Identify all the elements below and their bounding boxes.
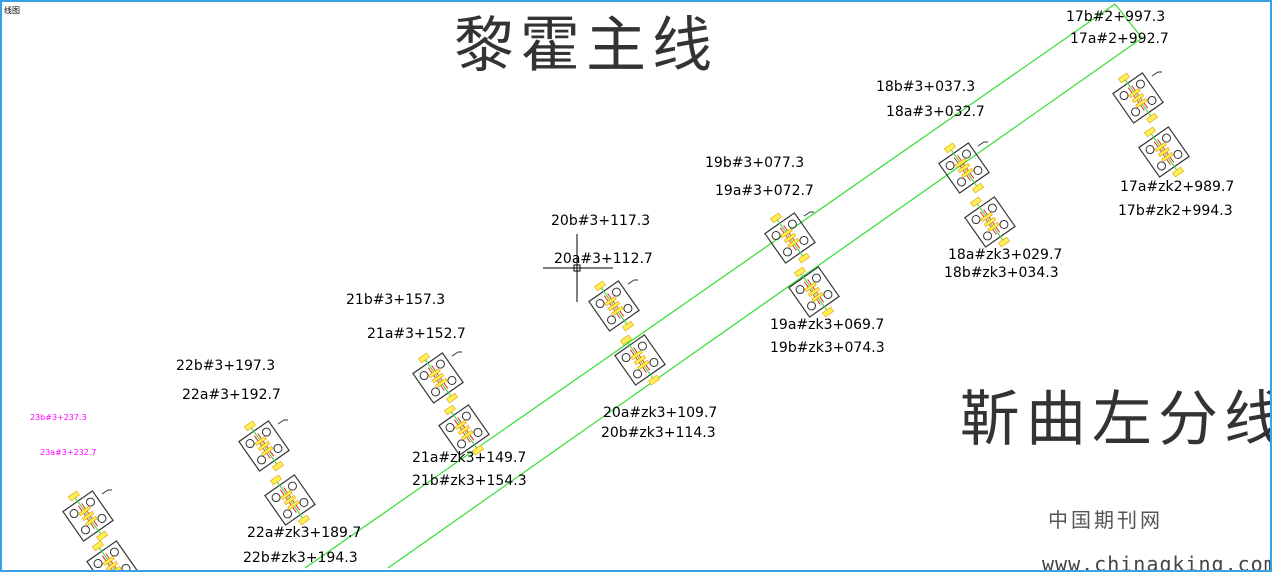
station-label: 18b#zk3+034.3 [944, 265, 1059, 281]
station-label: 23b#3+237.3 [30, 413, 87, 422]
pier-symbol [788, 266, 840, 318]
pier-symbol [588, 280, 640, 332]
station-label: 22b#zk3+194.3 [243, 550, 358, 566]
station-label: 19a#3+072.7 [715, 183, 814, 199]
pier-symbol [264, 474, 316, 526]
pier-symbol [438, 404, 490, 456]
pier-group [62, 71, 1190, 570]
pier-symbol [238, 420, 290, 472]
station-label: 22a#3+192.7 [182, 387, 281, 403]
station-label: 18b#3+037.3 [876, 79, 976, 95]
station-label: 21a#3+152.7 [367, 326, 466, 342]
main-line-title: 黎霍主线 [454, 11, 718, 81]
station-label: 21b#3+157.3 [346, 292, 446, 308]
pier-tick [101, 489, 112, 495]
pier-tick [977, 141, 988, 147]
station-label: 20b#3+117.3 [551, 213, 651, 229]
station-label: 22b#3+197.3 [176, 358, 276, 374]
pier-symbol [938, 142, 990, 194]
pier-symbol [86, 540, 138, 570]
station-label: 21b#zk3+154.3 [412, 473, 527, 489]
alignment-end-cap [1114, 3, 1143, 39]
station-label: 20a#zk3+109.7 [603, 405, 718, 421]
watermark-url: www.chinaqking.com [1042, 552, 1272, 572]
station-label: 20b#zk3+114.3 [601, 425, 716, 441]
station-label: 17b#zk2+994.3 [1118, 203, 1233, 219]
watermark-text: 中国期刊网 [1048, 508, 1163, 532]
station-label: 19a#zk3+069.7 [770, 317, 885, 333]
branch-line-title: 靳曲左分线 [960, 385, 1272, 455]
pier-symbol [412, 352, 464, 404]
crosshair-cursor [543, 234, 613, 302]
corner-label: 线图 [4, 6, 20, 15]
pier-tick [803, 211, 814, 217]
station-label: 23a#3+232.7 [40, 448, 97, 457]
pier-symbol [964, 196, 1016, 248]
station-label: 18a#zk3+029.7 [948, 247, 1063, 263]
pier-tick [1151, 71, 1162, 77]
station-label: 19b#zk3+074.3 [770, 340, 885, 356]
pier-symbol [614, 334, 666, 386]
station-label: 17a#2+992.7 [1070, 31, 1169, 47]
station-label: 19b#3+077.3 [705, 155, 805, 171]
station-label: 22a#zk3+189.7 [247, 525, 362, 541]
station-label: 17b#2+997.3 [1066, 9, 1166, 25]
pier-symbol [764, 212, 816, 264]
pier-tick [627, 279, 638, 285]
pier-symbol [1138, 126, 1190, 178]
alignment-line-upper [304, 3, 1116, 569]
station-label: 18a#3+032.7 [886, 104, 985, 120]
pier-tick [277, 419, 288, 425]
station-label: 21a#zk3+149.7 [412, 450, 527, 466]
station-label: 17a#zk2+989.7 [1120, 179, 1235, 195]
station-label: 20a#3+112.7 [554, 251, 653, 267]
pier-symbol [62, 490, 114, 542]
pier-tick [451, 351, 462, 357]
alignment-line-lower [387, 37, 1143, 569]
pier-symbol [1112, 72, 1164, 124]
